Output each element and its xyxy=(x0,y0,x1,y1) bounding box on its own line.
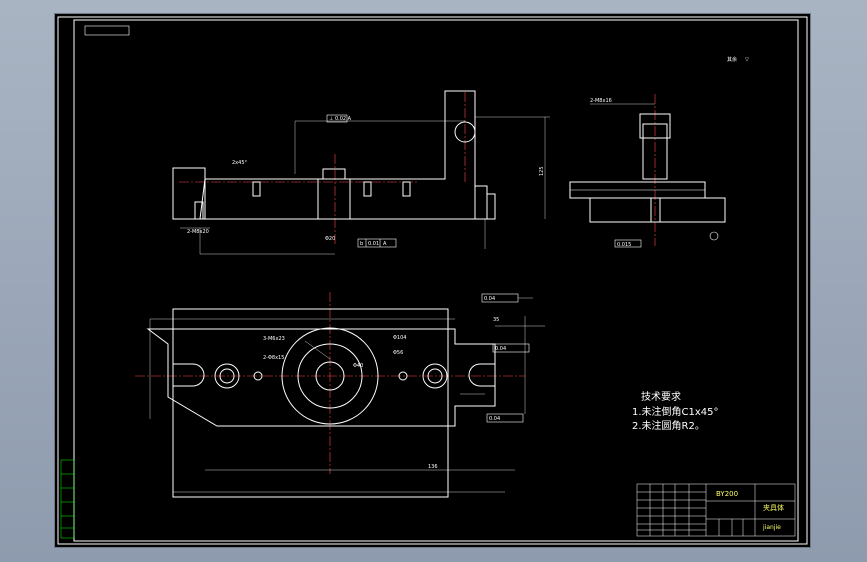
top-bolt-dim: 3-M6x23 xyxy=(263,336,285,342)
inner-border xyxy=(73,19,799,542)
side-tol: 0.015 xyxy=(617,242,631,248)
margin-stamp xyxy=(60,459,75,539)
outer-border xyxy=(57,16,808,545)
tech-req-item-2: 2.未注圆角R2。 xyxy=(632,419,705,432)
front-fcf: b 0.01 A xyxy=(357,238,397,248)
d56-dim: Φ56 xyxy=(393,350,403,356)
corner-box xyxy=(84,25,130,36)
front-hole-dim: Φ20 xyxy=(325,236,335,242)
tol-3: 0.04 xyxy=(489,416,500,422)
part-name: 夹具体 xyxy=(763,503,784,512)
height-dim: 125 xyxy=(539,166,545,176)
front-bolt-dim: 2-M8x20 xyxy=(187,229,209,235)
d40-dim: Φ40 xyxy=(353,363,363,369)
drawing-code: BY200 xyxy=(716,490,738,498)
dim-35: 35 xyxy=(493,317,499,323)
svg-text:b: b xyxy=(360,241,363,247)
len-dim: 136 xyxy=(428,464,438,470)
roughness-value: ▽ xyxy=(745,57,749,63)
front-view: ⊥ 0.02 A 125 2-M8x20 2x45° b 0.01 A Φ20 xyxy=(172,90,550,255)
side-view: 2-M8x16 0.015 xyxy=(569,94,726,248)
top-holes-dim: 2-Φ8x15 xyxy=(263,355,284,361)
svg-text:⊥ 0.02 A: ⊥ 0.02 A xyxy=(329,116,352,122)
tech-requirements: 技术要求 1.未注倒角C1x45° 2.未注圆角R2。 xyxy=(632,390,719,432)
company: jianjie xyxy=(762,524,781,531)
svg-text:A: A xyxy=(383,241,387,247)
roughness-note: 其余 xyxy=(727,56,737,63)
title-block: BY200 夹具体 jianjie xyxy=(636,483,796,537)
side-bolt-dim: 2-M8x16 xyxy=(590,98,612,104)
tol-1: 0.04 xyxy=(484,296,495,302)
tech-req-item-1: 1.未注倒角C1x45° xyxy=(632,405,719,418)
tech-req-title: 技术要求 xyxy=(641,390,681,403)
cad-viewport[interactable]: 其余 ▽ ⊥ 0.02 A 125 xyxy=(55,14,810,547)
drawing-sheet: 其余 ▽ ⊥ 0.02 A 125 xyxy=(57,16,808,545)
d104-dim: Φ104 xyxy=(393,335,406,341)
tol-2: 0.04 xyxy=(495,346,506,352)
top-view: 136 3-M6x23 2-Φ8x15 Φ104 Φ56 Φ40 35 0.04… xyxy=(135,292,545,498)
svg-text:0.01: 0.01 xyxy=(368,241,379,247)
front-angle-dim: 2x45° xyxy=(232,160,248,166)
